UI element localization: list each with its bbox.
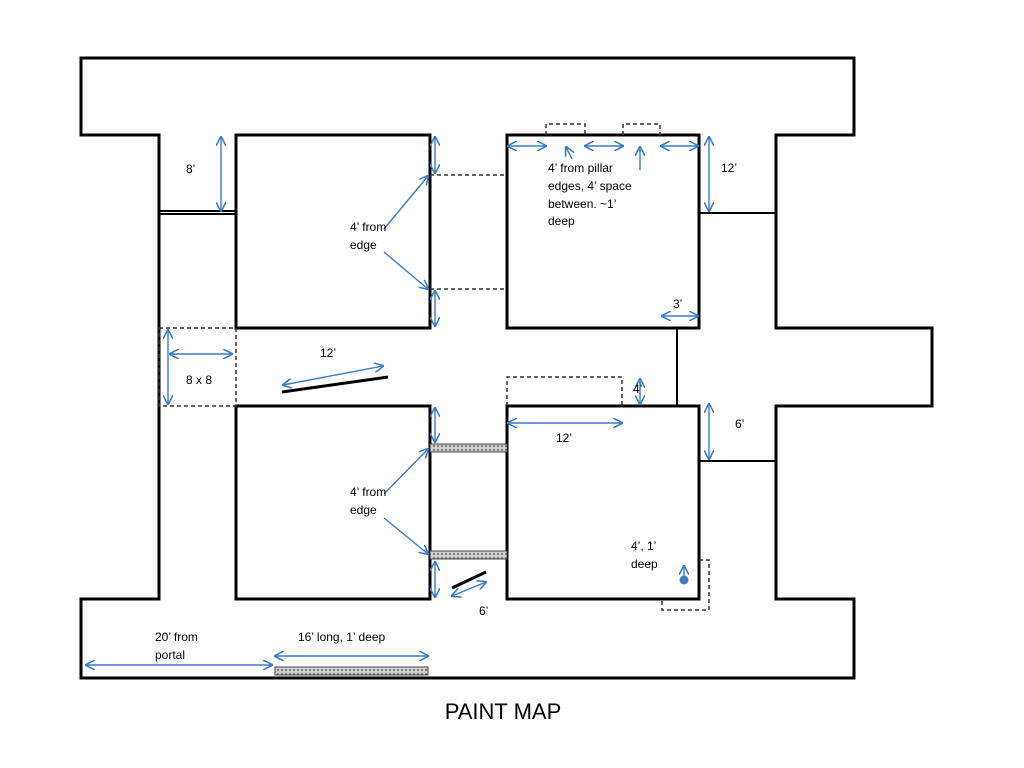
dashed-zone-center bbox=[506, 376, 623, 406]
pillar-top-left bbox=[234, 133, 432, 330]
pillar-bottom-left bbox=[234, 404, 432, 601]
label-4ft-from-edge-top-line2: edge bbox=[350, 238, 377, 252]
label-4ft-from-edge-bottom-line2: edge bbox=[350, 503, 377, 517]
pillar-bottom-right bbox=[505, 404, 701, 601]
label-pillar-note-line1: 4’ from pillar bbox=[548, 161, 613, 175]
label-8ft: 8’ bbox=[186, 162, 195, 176]
label-16ft-long: 16’ long, 1’ deep bbox=[298, 630, 386, 644]
label-6ft-bottom: 6’ bbox=[479, 604, 488, 618]
dashed-zone-corner bbox=[661, 559, 710, 611]
dimension-arrows bbox=[86, 137, 709, 665]
label-12ft-right: 12’ bbox=[721, 161, 737, 175]
label-pillar-note-line2: edges, 4’ space bbox=[548, 179, 632, 193]
label-12ft-mid: 12’ bbox=[320, 346, 336, 360]
dashed-zone-pillar-a bbox=[545, 123, 586, 135]
label-4ft-1ft-deep-line2: deep bbox=[631, 557, 658, 571]
target-marker-dot bbox=[679, 575, 689, 585]
hatched-zone-bottom bbox=[274, 666, 429, 676]
label-4ft-from-edge-top-line1: 4’ from bbox=[350, 220, 386, 234]
label-4ft-from-edge-bottom-line1: 4’ from bbox=[350, 485, 386, 499]
label-8x8: 8 x 8 bbox=[186, 373, 212, 387]
dashed-zone-8x8 bbox=[158, 327, 237, 407]
label-20ft-from-portal-line2: portal bbox=[155, 648, 185, 662]
label-pillar-note-line4: deep bbox=[548, 214, 575, 228]
angled-wall-center bbox=[281, 375, 389, 394]
angled-wall-bottom bbox=[451, 570, 487, 590]
hatched-zone-lower bbox=[429, 550, 508, 560]
label-4ft-1ft-deep-line1: 4’, 1’ bbox=[631, 539, 656, 553]
hatched-zone-upper bbox=[429, 443, 508, 453]
label-3ft: 3’ bbox=[673, 297, 682, 311]
arena-outline bbox=[79, 56, 934, 680]
label-4ft-mid: 4’ bbox=[633, 382, 642, 396]
label-pillar-note-line3: between. ~1’ bbox=[548, 197, 616, 211]
label-20ft-from-portal-line1: 20’ from bbox=[155, 630, 198, 644]
label-6ft-right: 6’ bbox=[735, 417, 744, 431]
map-title: PAINT MAP bbox=[445, 699, 562, 724]
dashed-zone-pillar-b bbox=[622, 123, 661, 135]
pillar-top-right bbox=[505, 133, 701, 330]
label-12ft-lower: 12’ bbox=[556, 431, 572, 445]
